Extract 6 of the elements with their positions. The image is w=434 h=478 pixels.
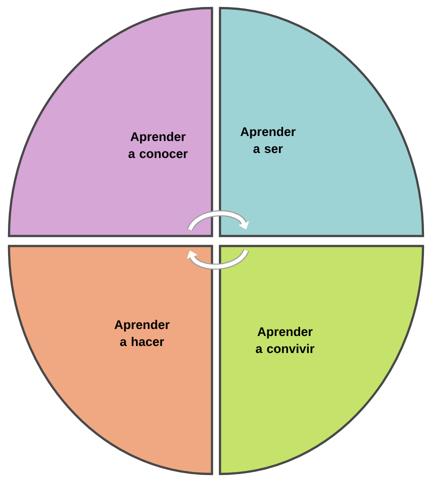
curved-arrow bbox=[186, 248, 249, 270]
quadrant: Aprender a hacer bbox=[8, 244, 214, 476]
quadrant: Aprender a ser bbox=[218, 6, 424, 238]
quadrant: Aprender a convivir bbox=[218, 244, 424, 476]
curved-arrow bbox=[187, 210, 250, 232]
quadrant: Aprender a conocer bbox=[8, 6, 214, 238]
